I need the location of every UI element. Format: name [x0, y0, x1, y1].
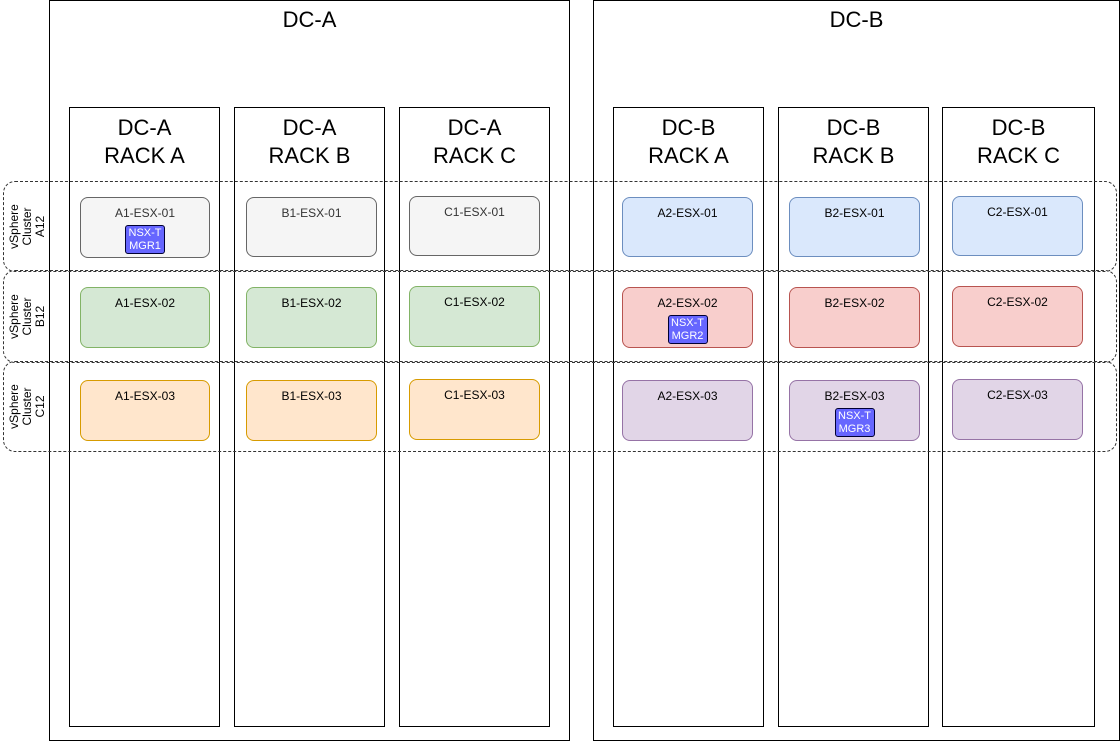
host-name: A2-ESX-02	[657, 296, 718, 310]
host-name: B2-ESX-02	[824, 296, 885, 310]
host-name: B1-ESX-01	[281, 206, 342, 220]
host-b2-esx-02[interactable]: B2-ESX-02	[789, 287, 920, 348]
host-c2-esx-03[interactable]: C2-ESX-03	[952, 379, 1083, 440]
host-name: C1-ESX-02	[444, 295, 505, 309]
host-c1-esx-03[interactable]: C1-ESX-03	[409, 379, 540, 440]
host-name: A1-ESX-02	[114, 296, 176, 310]
datacenter-title: DC-A	[282, 7, 337, 32]
host-name: C1-ESX-01	[444, 205, 505, 219]
host-name: C2-ESX-03	[987, 388, 1048, 402]
host-b1-esx-03[interactable]: B1-ESX-03	[246, 380, 377, 441]
host-name: C1-ESX-03	[444, 388, 505, 402]
host-name: A2-ESX-03	[657, 389, 718, 403]
host-name: B2-ESX-01	[824, 206, 885, 220]
host-a2-esx-03[interactable]: A2-ESX-03	[622, 380, 753, 441]
host-name: A2-ESX-01	[657, 206, 718, 220]
host-c2-esx-01[interactable]: C2-ESX-01	[952, 196, 1083, 256]
host-c1-esx-01[interactable]: C1-ESX-01	[409, 196, 540, 256]
datacenter-title: DC-B	[829, 7, 884, 32]
host-name: B2-ESX-03	[824, 389, 885, 403]
host-name: A1-ESX-03	[114, 389, 176, 403]
host-name: C2-ESX-02	[987, 295, 1048, 309]
host-c2-esx-02[interactable]: C2-ESX-02	[952, 286, 1083, 347]
host-b1-esx-02[interactable]: B1-ESX-02	[246, 287, 377, 348]
host-c1-esx-02[interactable]: C1-ESX-02	[409, 286, 540, 347]
host-a1-esx-03[interactable]: A1-ESX-03	[80, 380, 210, 441]
host-name: C2-ESX-01	[987, 205, 1048, 219]
host-a2-esx-01[interactable]: A2-ESX-01	[622, 197, 753, 257]
host-b1-esx-01[interactable]: B1-ESX-01	[246, 197, 377, 257]
host-name: B1-ESX-02	[281, 296, 342, 310]
host-name: B1-ESX-03	[281, 389, 342, 403]
host-b2-esx-01[interactable]: B2-ESX-01	[789, 197, 920, 257]
host-name: A1-ESX-01	[114, 206, 176, 220]
host-a1-esx-02[interactable]: A1-ESX-02	[80, 287, 210, 348]
